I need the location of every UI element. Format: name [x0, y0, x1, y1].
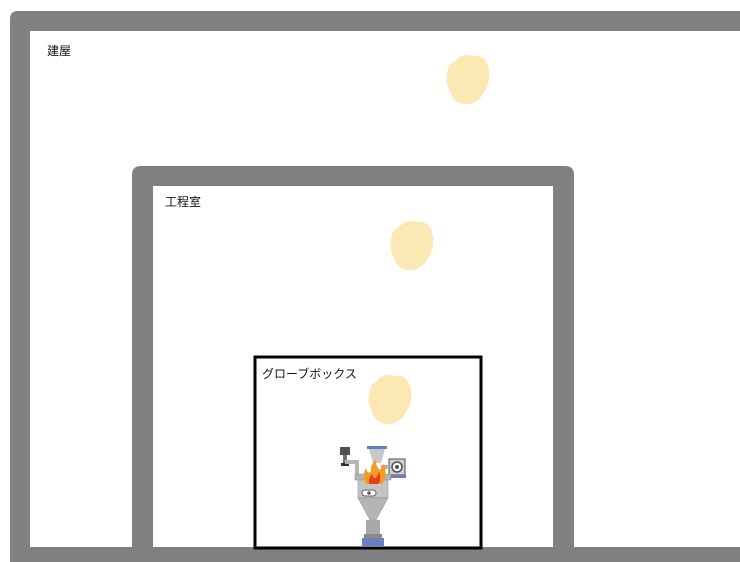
glovebox-frame	[253, 355, 483, 550]
smoke-cloud-icon	[446, 54, 490, 104]
process-equipment-icon	[340, 446, 406, 546]
building-label: 建屋	[47, 44, 71, 58]
smoke-cloud-icon	[368, 374, 412, 424]
ground-floor	[10, 547, 740, 562]
fire-icon	[364, 460, 386, 484]
process-room-label: 工程室	[165, 194, 201, 209]
glovebox-label: グローブボックス	[262, 366, 357, 381]
smoke-cloud-icon	[390, 220, 434, 270]
